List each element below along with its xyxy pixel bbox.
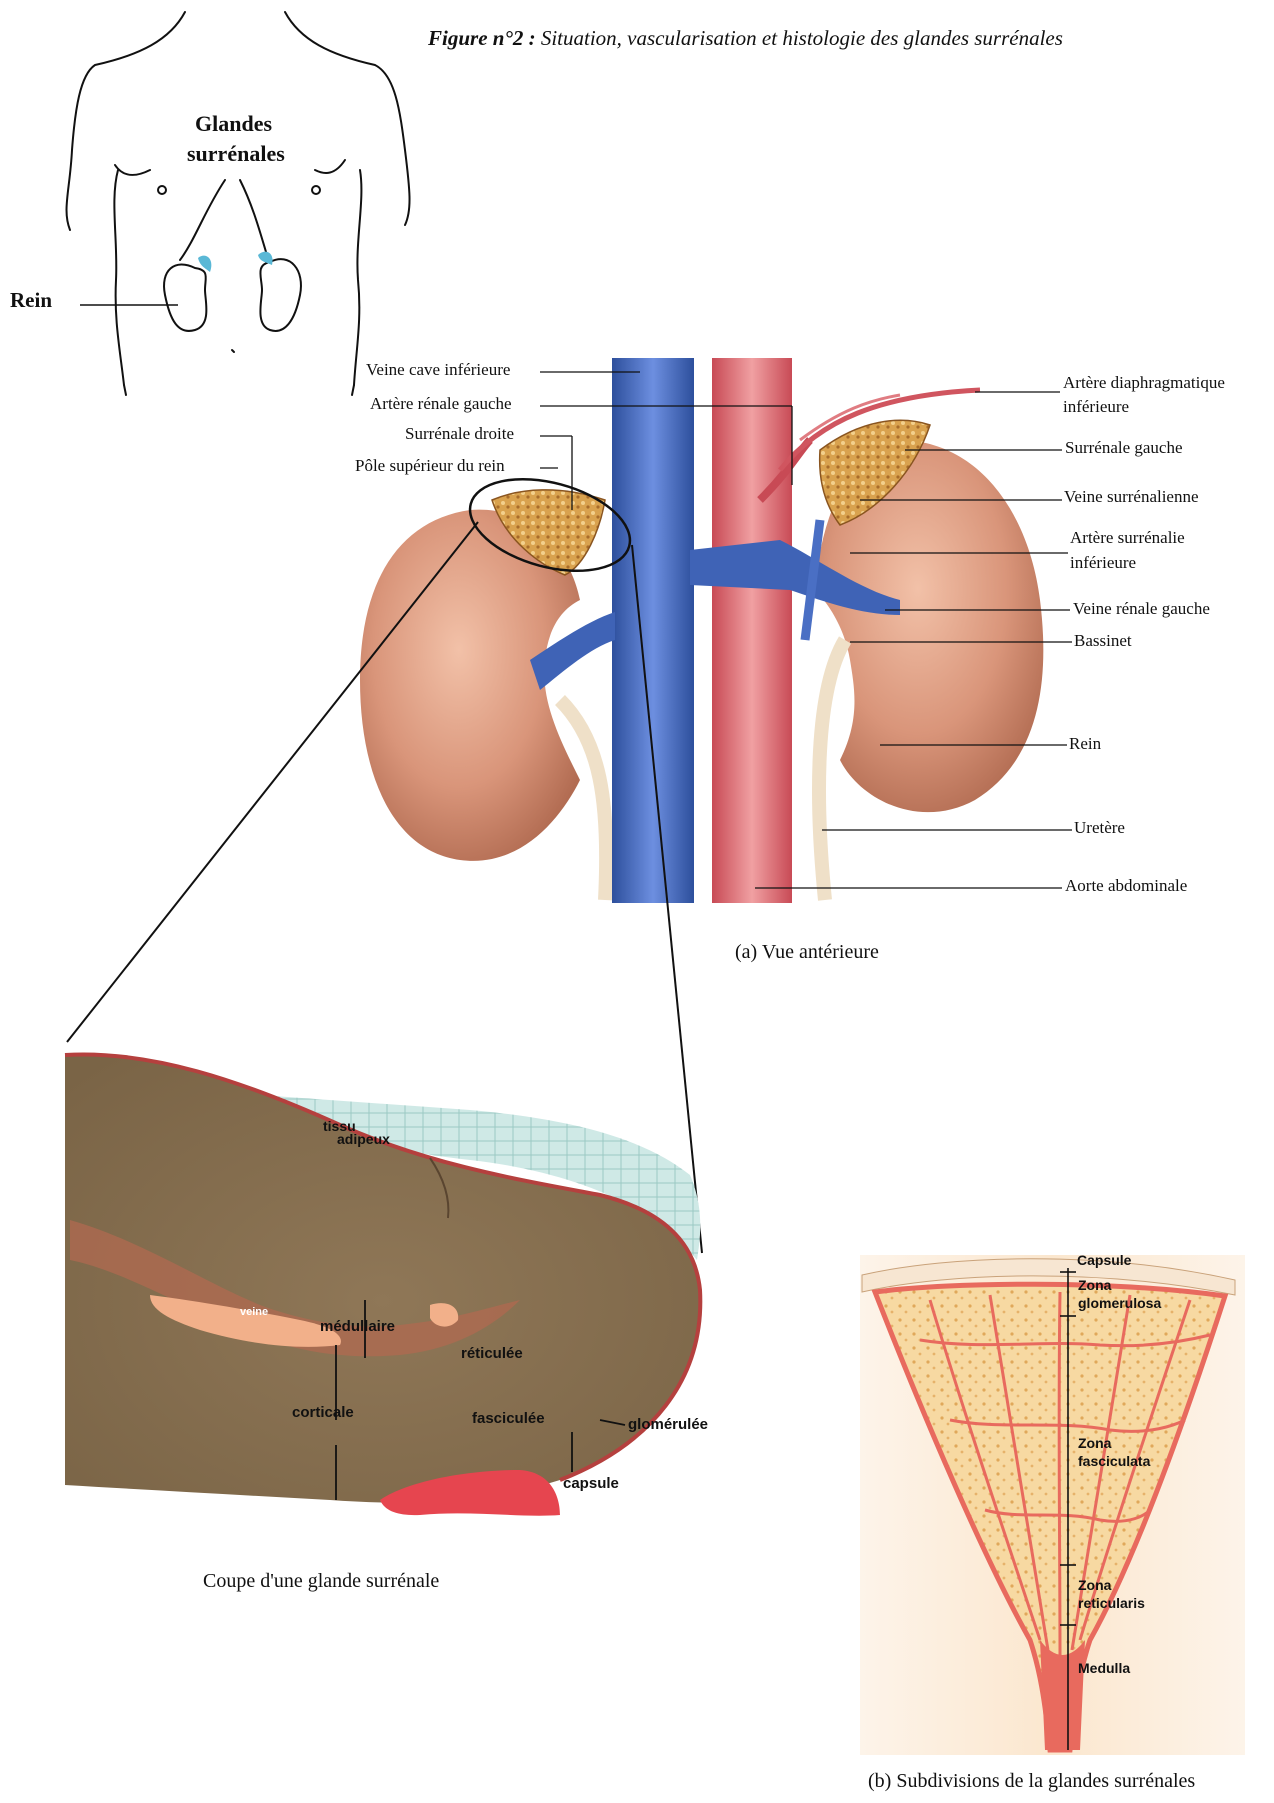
label-zona-fasc-1: Zona (1078, 1435, 1111, 1451)
medulla-stem (1040, 1640, 1085, 1750)
label-zona-ret-2: reticularis (1078, 1595, 1145, 1611)
label-zona-glom-2: glomerulosa (1078, 1295, 1161, 1311)
label-zona-fasc-2: fasciculata (1078, 1453, 1150, 1469)
label-medulla: Medulla (1078, 1660, 1130, 1676)
label-zone-capsule: Capsule (1077, 1252, 1131, 1268)
label-zona-ret-1: Zona (1078, 1577, 1111, 1593)
label-zona-glom-1: Zona (1078, 1277, 1111, 1293)
vessel-3 (1059, 1292, 1060, 1660)
subdivisions-caption: (b) Subdivisions de la glandes surrénale… (868, 1770, 1195, 1793)
